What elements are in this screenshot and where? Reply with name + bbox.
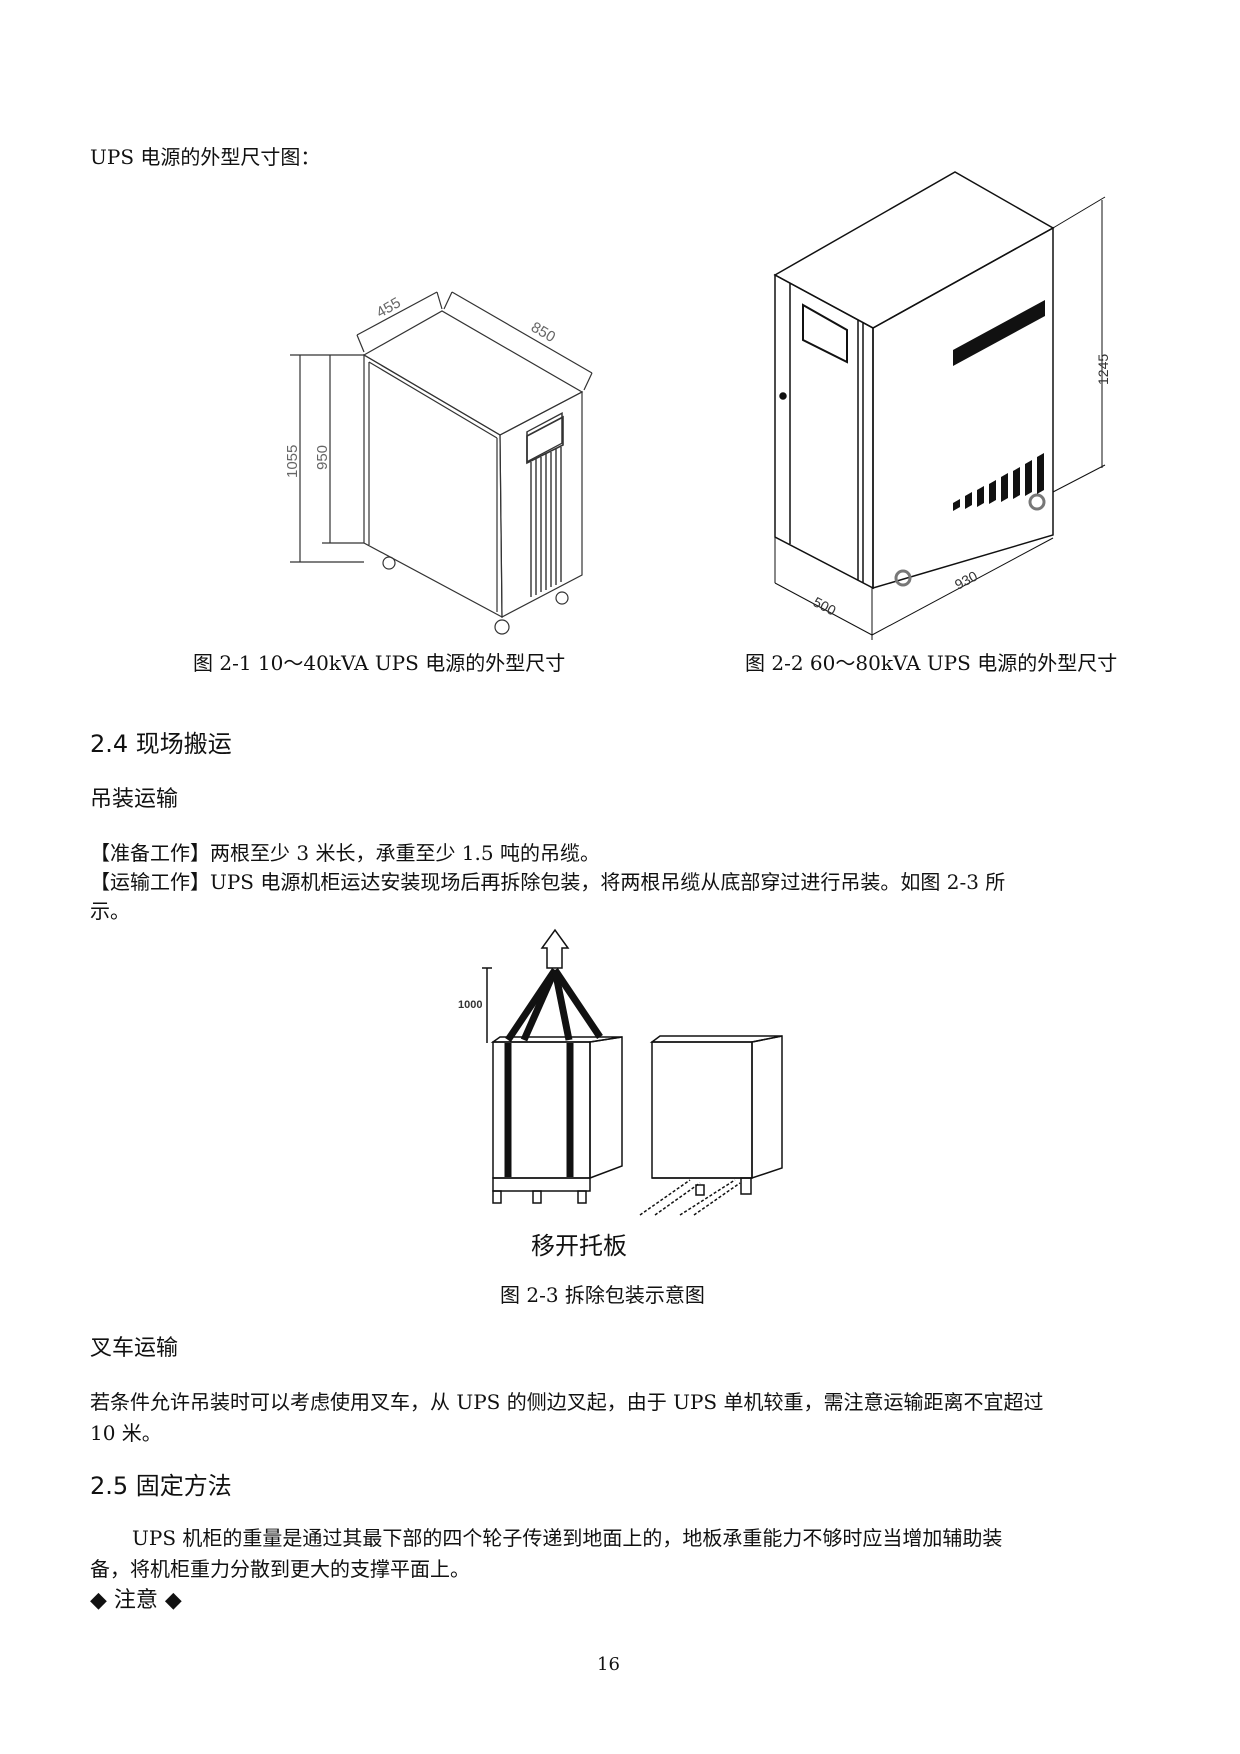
crane-prep: 【准备工作】两根至少 3 米长，承重至少 1.5 吨的吊缆。 (90, 841, 600, 865)
ups2-top-face (773, 171, 1055, 329)
crane-transport-line1: 【运输工作】UPS 电源机柜运达安装现场后再拆除包装，将两根吊缆从底部穿过进行吊… (90, 870, 1006, 894)
forklift-line1: 若条件允许吊装时可以考虑使用叉车，从 UPS 的侧边叉起，由于 UPS 单机较重… (90, 1390, 1044, 1414)
ups2-front-face (774, 273, 874, 590)
remove-pallet-label: 移开托板 (531, 1232, 627, 1260)
figure1-caption: 图 2-1 10～40kVA UPS 电源的外型尺寸 (193, 651, 566, 675)
figure3-caption: 图 2-3 拆除包装示意图 (500, 1283, 705, 1307)
intro-text: UPS 电源的外型尺寸图： (90, 145, 321, 169)
dim-950: 950 (314, 445, 331, 470)
fixing-line1: UPS 机柜的重量是通过其最下部的四个轮子传递到地面上的，地板承重能力不够时应当… (132, 1526, 1003, 1550)
dim-930: 930 (952, 567, 980, 592)
notice-heading: ◆ 注意 ◆ (90, 1588, 182, 1613)
dim-850: 850 (528, 319, 558, 346)
dim-500: 500 (811, 594, 839, 619)
ups1-side-face (363, 353, 503, 619)
page-number: 16 (597, 1654, 620, 1675)
dim-1245: 1245 (1095, 354, 1111, 385)
section-2-4-title: 2.4 现场搬运 (90, 730, 232, 758)
dim-1055: 1055 (284, 445, 301, 478)
fixing-line2: 备，将机柜重力分散到更大的支撑平面上。 (90, 1557, 470, 1581)
ups1-front-face (499, 391, 583, 618)
crane-transport-line2: 示。 (90, 899, 130, 923)
ups1-top-face (362, 310, 584, 436)
ups2-side-face (872, 226, 1054, 590)
lift-height-label: 1000 (458, 999, 482, 1011)
forklift-line2: 10 米。 (90, 1421, 162, 1445)
dim-455: 455 (374, 294, 404, 321)
forklift-title: 叉车运输 (90, 1336, 179, 1361)
ups2-vents (953, 300, 1045, 511)
figure2-caption: 图 2-2 60～80kVA UPS 电源的外型尺寸 (745, 651, 1118, 675)
crane-title: 吊装运输 (90, 787, 179, 812)
lifting-straps (504, 968, 603, 1177)
section-2-5-title: 2.5 固定方法 (90, 1472, 232, 1500)
